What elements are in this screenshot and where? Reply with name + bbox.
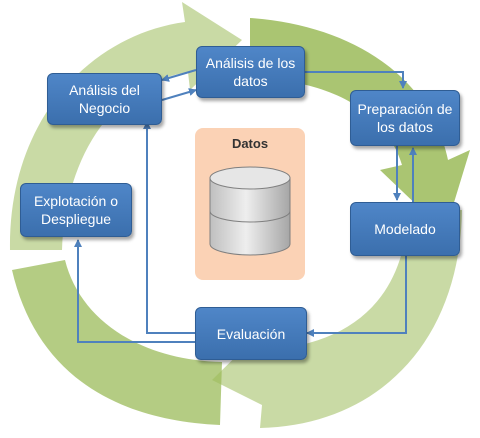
arrow-modeling-to-evaluation [306,256,407,337]
phase-modeling: Modelado [350,202,460,256]
phase-deployment-label: Explotación o Despliegue [33,193,119,227]
phase-data-preparation: Preparación de los datos [350,90,460,146]
connectors [74,69,417,343]
arrow-data-to-preparation [305,71,407,89]
arrow-evaluation-to-deployment [74,239,195,343]
data-store-panel: Datos [195,128,305,280]
data-store-title: Datos [231,136,269,151]
phase-business-analysis-label: Análisis del Negocio [69,82,140,116]
phase-data-preparation-label: Preparación de los datos [357,101,453,135]
arrow-business-to-data [161,88,197,101]
arrow-data-to-business [161,69,197,82]
database-icon [209,166,291,256]
phase-deployment: Explotación o Despliegue [20,183,132,237]
phase-modeling-label: Modelado [374,221,436,237]
phase-evaluation: Evaluación [195,307,307,360]
phase-evaluation-label: Evaluación [216,325,286,342]
phase-data-analysis-label: Análisis de los datos [205,55,296,89]
arrow-evaluation-to-business [143,121,195,334]
cycle-arrow-bottom [212,210,462,428]
phase-data-analysis: Análisis de los datos [196,46,305,98]
phase-business-analysis: Análisis del Negocio [47,73,162,125]
